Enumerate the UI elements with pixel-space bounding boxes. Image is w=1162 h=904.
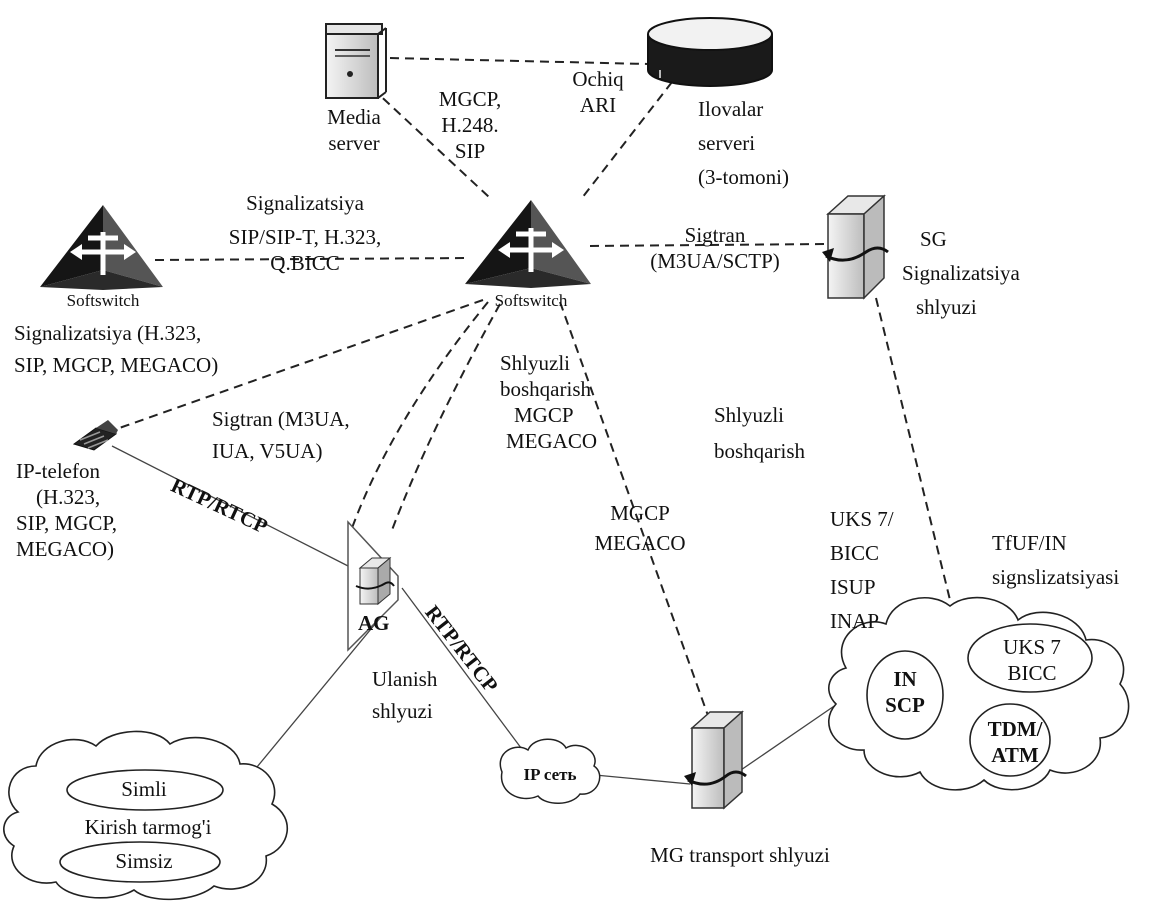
link-softswitch-ag-1 <box>351 301 489 529</box>
softswitch-left-label: Softswitch <box>66 291 140 310</box>
link-softswitches <box>154 257 471 261</box>
dashed-links <box>107 57 951 739</box>
mg-label: MG transport shlyuzi <box>650 843 830 867</box>
wireless-ellipse <box>59 841 221 883</box>
signaling-left-label: Signalizatsiya (H.323, SIP, MGCP, MEGACO… <box>14 321 219 377</box>
uks-label: UKS 7/ BICC ISUP INAP <box>830 507 894 633</box>
in-scp-ellipse <box>866 650 944 740</box>
media-protocols-label: MGCP, H.248. SIP <box>438 87 502 163</box>
link-softswitch-ipphone <box>107 299 484 433</box>
signaling-gateway-icon <box>822 194 889 300</box>
gateway-control-label-1: Shlyuzli boshqarish MGCP MEGACO <box>500 351 598 453</box>
link-softswitch-sg <box>589 243 829 247</box>
softswitch-left-icon <box>40 205 163 290</box>
access-network-cloud <box>3 730 288 901</box>
wired-ellipse <box>66 769 224 811</box>
open-api-label: Ochiq ARI <box>572 67 624 117</box>
ag-label: AG <box>358 611 390 635</box>
uks-bicc-ellipse <box>967 623 1093 693</box>
access-gateway-icon <box>347 520 399 652</box>
solid-links <box>111 445 844 791</box>
ip-phone-icon <box>72 420 118 451</box>
link-media-apps <box>389 57 649 65</box>
link-sg-pstn <box>875 297 951 601</box>
sigtran-sg-label: Sigtran (M3UA/SCTP) <box>650 223 780 273</box>
ip-network-cloud <box>499 738 601 804</box>
link-apps-softswitch <box>581 81 673 199</box>
link-softswitch-mg <box>559 301 717 739</box>
mg-gateway-icon <box>684 710 747 810</box>
wireless-label: Simsiz <box>115 849 173 873</box>
sigtran-ag-label: Sigtran (M3UA, IUA, V5UA) <box>212 407 350 463</box>
in-scp-label: IN SCP <box>885 667 925 717</box>
gateway-control-label-2: Shlyuzli boshqarish <box>714 403 805 463</box>
tdm-atm-ellipse <box>969 703 1051 777</box>
wired-label: Simli <box>121 777 167 801</box>
softswitch-center-icon <box>465 200 591 288</box>
uks-bicc-label: UKS 7 BICC <box>1003 635 1061 685</box>
softswitch-center-label: Softswitch <box>494 291 568 310</box>
application-server-label: Ilovalar serveri (3-tomoni) <box>698 97 789 189</box>
softswitch-link-label: Signalizatsiya SIP/SIP-T, H.323, Q.BICC <box>228 191 382 275</box>
tdm-atm-label: TDM/ ATM <box>987 717 1043 767</box>
application-server-icon <box>647 17 773 87</box>
media-server-label: Media server <box>327 105 381 155</box>
access-network-label: Kirish tarmog'i <box>84 815 212 839</box>
mgcp-mid-label: MGCP MEGACO <box>594 501 686 555</box>
media-server-icon <box>325 23 387 99</box>
link-media-softswitch <box>371 87 491 199</box>
link-ipphone-ag <box>111 445 353 569</box>
link-ag-ipnet <box>401 587 531 761</box>
access-gateway-label: Ulanish shlyuzi <box>372 667 438 723</box>
pstn-signaling-label: TfUF/IN signslizatsiyasi <box>992 531 1120 589</box>
link-ag-access <box>237 611 386 791</box>
ip-phone-label: IP-telefon (H.323, SIP, MGCP, MEGACO) <box>16 459 117 561</box>
link-softswitch-ag-2 <box>391 303 501 531</box>
sg-label: SG Signalizatsiya shlyuzi <box>902 227 1020 319</box>
link-ipnet-mg <box>594 774 691 785</box>
ip-network-label: IP сеть <box>523 765 577 784</box>
link-mg-pstn <box>737 699 844 773</box>
